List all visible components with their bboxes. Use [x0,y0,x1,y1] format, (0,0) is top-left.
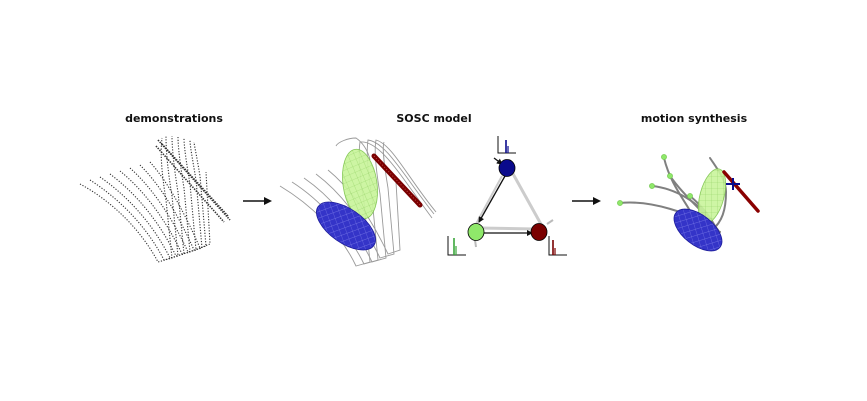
panel-title-demonstrations: demonstrations [125,112,223,125]
duration-histogram-green [447,236,466,256]
panel-title-motion-synthesis: motion synthesis [640,112,748,125]
panel-title-sosc-model: SOSC model [396,112,472,125]
state-node-red [530,223,548,241]
ellipsoid-blue-synthesis [673,208,723,252]
ellipsoid-red-synthesis [722,170,760,213]
state-node-green [467,223,485,241]
demonstration-end-segment [155,139,231,223]
start-points [617,154,693,206]
ellipsoid-red-mesh [373,155,421,206]
edge-blue-to-green [478,175,506,223]
duration-histogram-blue [497,136,516,154]
end-marker-icon [726,178,740,190]
state-graph [447,136,567,256]
state-node-blue [498,159,516,177]
edge-red-to-blue [510,177,538,224]
demonstration-traces [79,135,211,263]
ellipsoid-blue [316,201,376,251]
ellipsoid-green [342,148,378,220]
duration-histogram-red [548,236,567,256]
